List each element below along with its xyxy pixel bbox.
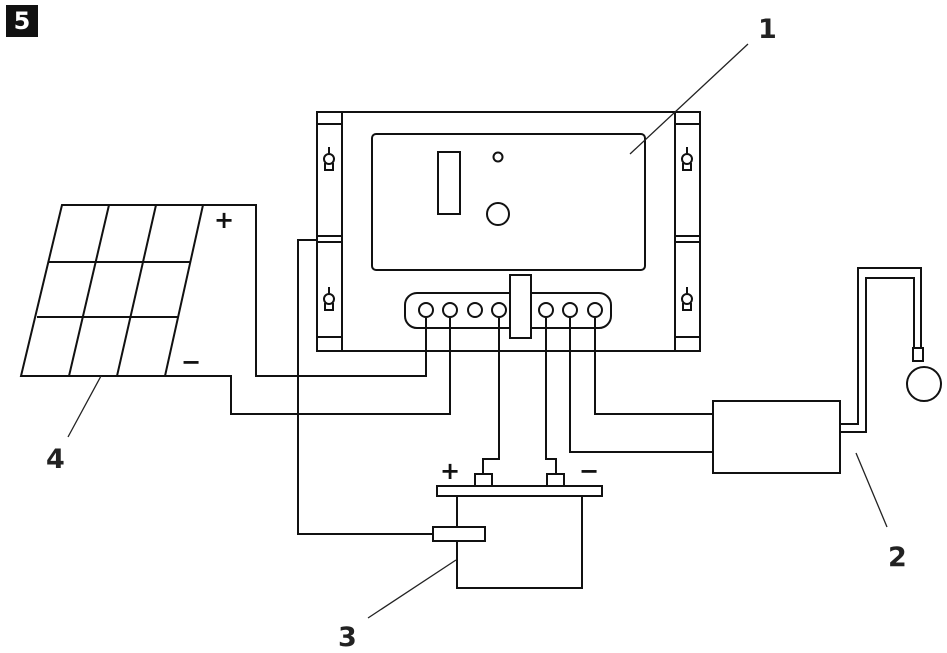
figure-number-badge: 5: [6, 5, 38, 37]
battery: [432, 473, 603, 589]
terminal-screw: [418, 302, 434, 318]
callout-3-label: 3: [338, 622, 357, 653]
battery-plus-terminal: [474, 473, 493, 487]
callout-leaders: [67, 43, 888, 619]
display-window: [437, 151, 461, 215]
keyhole-slot-icon: [681, 287, 693, 311]
terminal-screw: [491, 302, 507, 318]
callout-4-label: 4: [46, 444, 65, 475]
terminal-block: [404, 292, 612, 329]
callout-2-label: 2: [888, 542, 907, 573]
lamp-bulb-icon: [906, 366, 942, 402]
keyhole-slot-icon: [681, 147, 693, 171]
terminal-screw: [538, 302, 554, 318]
load-unit: [712, 267, 942, 474]
control-button: [486, 202, 510, 226]
panel-plus-sign: +: [214, 206, 234, 234]
panel-minus-sign: −: [181, 348, 201, 376]
charge-controller: [316, 111, 701, 352]
battery-minus-terminal: [546, 473, 565, 487]
keyhole-slot-icon: [323, 287, 335, 311]
temperature-sensor: [432, 526, 486, 542]
terminal-screw: [587, 302, 603, 318]
terminal-screw: [562, 302, 578, 318]
wiring: [165, 204, 713, 535]
indicator-led: [492, 151, 504, 163]
terminal-screw: [467, 302, 483, 318]
battery-plus-sign: +: [440, 457, 460, 485]
terminal-screw: [442, 302, 458, 318]
solar-panel: [19, 204, 205, 377]
terminal-divider: [509, 274, 532, 339]
battery-minus-sign: −: [579, 457, 599, 485]
keyhole-slot-icon: [323, 147, 335, 171]
callout-1-label: 1: [758, 14, 777, 45]
